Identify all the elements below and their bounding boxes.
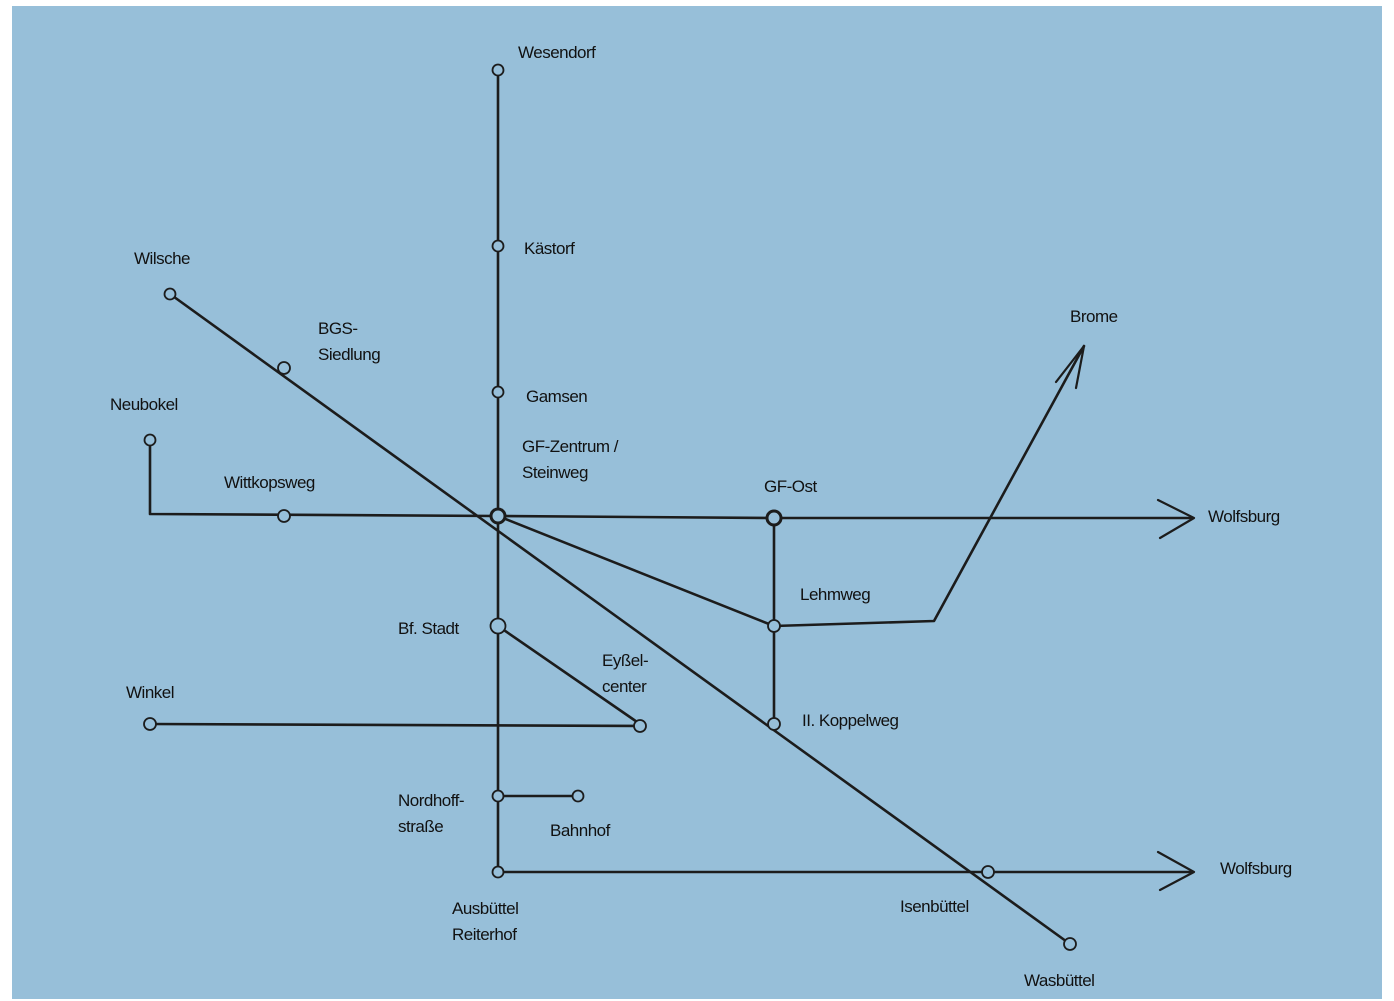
arrow-wolfsburg-upper-icon [1156, 498, 1196, 540]
route-wilsche-wasbuettel [168, 292, 1072, 946]
stops [143, 63, 1077, 951]
stop-lehmweg[interactable] [767, 619, 781, 633]
label-wolfsburg-upper: Wolfsburg [1208, 507, 1280, 526]
label-bgs-siedlung-line1: BGS- [318, 319, 358, 338]
route-bf-stadt-eyssel-center [496, 624, 642, 726]
stop-winkel[interactable] [143, 717, 157, 731]
stop-neubokel[interactable] [143, 433, 157, 447]
label-neubokel: Neubokel [110, 395, 178, 414]
stop-wasbuettel[interactable] [1063, 937, 1077, 951]
label-gf-zentrum-line1: GF-Zentrum / [522, 437, 619, 456]
stop-eyssel-center[interactable] [633, 719, 647, 733]
direction-arrows [1054, 344, 1196, 892]
stop-koppelweg[interactable] [767, 717, 781, 731]
label-wilsche: Wilsche [134, 249, 190, 268]
label-nordhoffstrasse-line1: Nordhoff- [398, 791, 464, 810]
label-bahnhof: Bahnhof [550, 821, 611, 840]
stop-bf-stadt[interactable] [489, 617, 507, 635]
network-map: Wesendorf Kästorf Wilsche BGS- Siedlung … [12, 6, 1382, 999]
label-bf-stadt: Bf. Stadt [398, 619, 459, 638]
label-gamsen: Gamsen [526, 387, 587, 406]
map-panel: Wesendorf Kästorf Wilsche BGS- Siedlung … [12, 6, 1382, 999]
label-bgs-siedlung-line2: Siedlung [318, 345, 380, 364]
stop-gf-zentrum[interactable] [489, 507, 507, 525]
stop-kaestorf[interactable] [491, 239, 505, 253]
route-gf-zentrum-lehmweg [496, 514, 776, 628]
arrow-brome-icon [1054, 344, 1086, 390]
label-wesendorf: Wesendorf [518, 43, 596, 62]
label-gf-ost: GF-Ost [764, 477, 817, 496]
label-isenbuettel: Isenbüttel [900, 897, 969, 916]
stop-nordhoffstrasse[interactable] [491, 789, 505, 803]
label-ausbuettel-line2: Reiterhof [452, 925, 517, 944]
arrow-wolfsburg-lower-icon [1156, 850, 1196, 892]
label-eyssel-center-line1: Eyßel- [602, 651, 648, 670]
label-gf-zentrum-line2: Steinweg [522, 463, 588, 482]
stop-ausbuettel[interactable] [491, 865, 505, 879]
label-lehmweg: Lehmweg [800, 585, 870, 604]
label-nordhoffstrasse-line2: straße [398, 817, 443, 836]
label-ausbuettel-line1: Ausbüttel [452, 899, 518, 918]
stop-isenbuettel[interactable] [981, 865, 995, 879]
label-eyssel-center-line2: center [602, 677, 647, 696]
stop-wittkopsweg[interactable] [277, 509, 291, 523]
route-winkel-eyssel-center [148, 722, 642, 728]
stop-gf-ost[interactable] [765, 509, 783, 527]
label-wasbuettel: Wasbüttel [1024, 971, 1094, 990]
label-kaestorf: Kästorf [524, 239, 575, 258]
stop-gamsen[interactable] [491, 385, 505, 399]
stop-bahnhof[interactable] [571, 789, 585, 803]
map-background [12, 6, 1382, 999]
label-winkel: Winkel [126, 683, 174, 702]
stop-bgs-siedlung[interactable] [277, 361, 291, 375]
stop-labels: Wesendorf Kästorf Wilsche BGS- Siedlung … [110, 43, 1292, 990]
label-brome: Brome [1070, 307, 1118, 326]
stop-wilsche[interactable] [163, 287, 177, 301]
stop-wesendorf[interactable] [491, 63, 505, 77]
label-wolfsburg-lower: Wolfsburg [1220, 859, 1292, 878]
label-wittkopsweg: Wittkopsweg [224, 473, 315, 492]
label-koppelweg: II. Koppelweg [802, 711, 899, 730]
route-lehmweg-brome [772, 344, 1086, 628]
